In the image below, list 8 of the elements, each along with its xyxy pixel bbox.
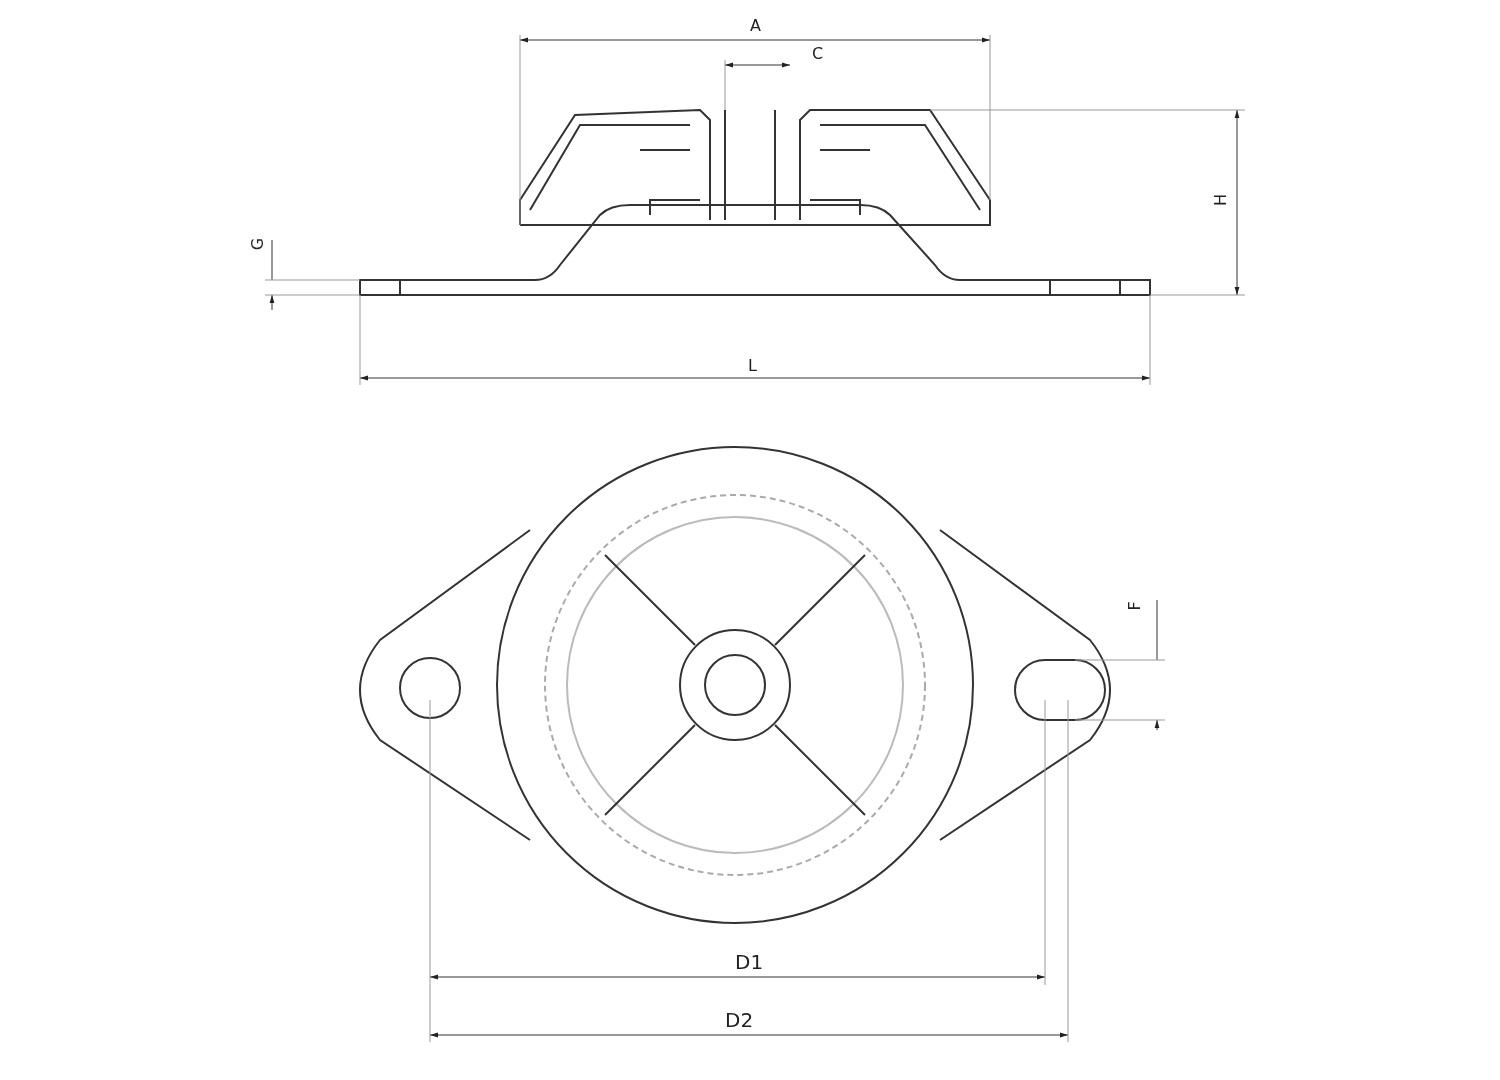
- dimension-label: D2: [725, 1010, 754, 1030]
- dimension-label: H: [1213, 194, 1229, 206]
- dimension-label: A: [750, 18, 761, 34]
- dimension-label: C: [812, 46, 824, 62]
- dimension-label: G: [250, 237, 267, 251]
- dimension-label: D1: [735, 952, 764, 972]
- dimension-label: F: [1126, 601, 1143, 611]
- dimension-label: L: [748, 358, 757, 374]
